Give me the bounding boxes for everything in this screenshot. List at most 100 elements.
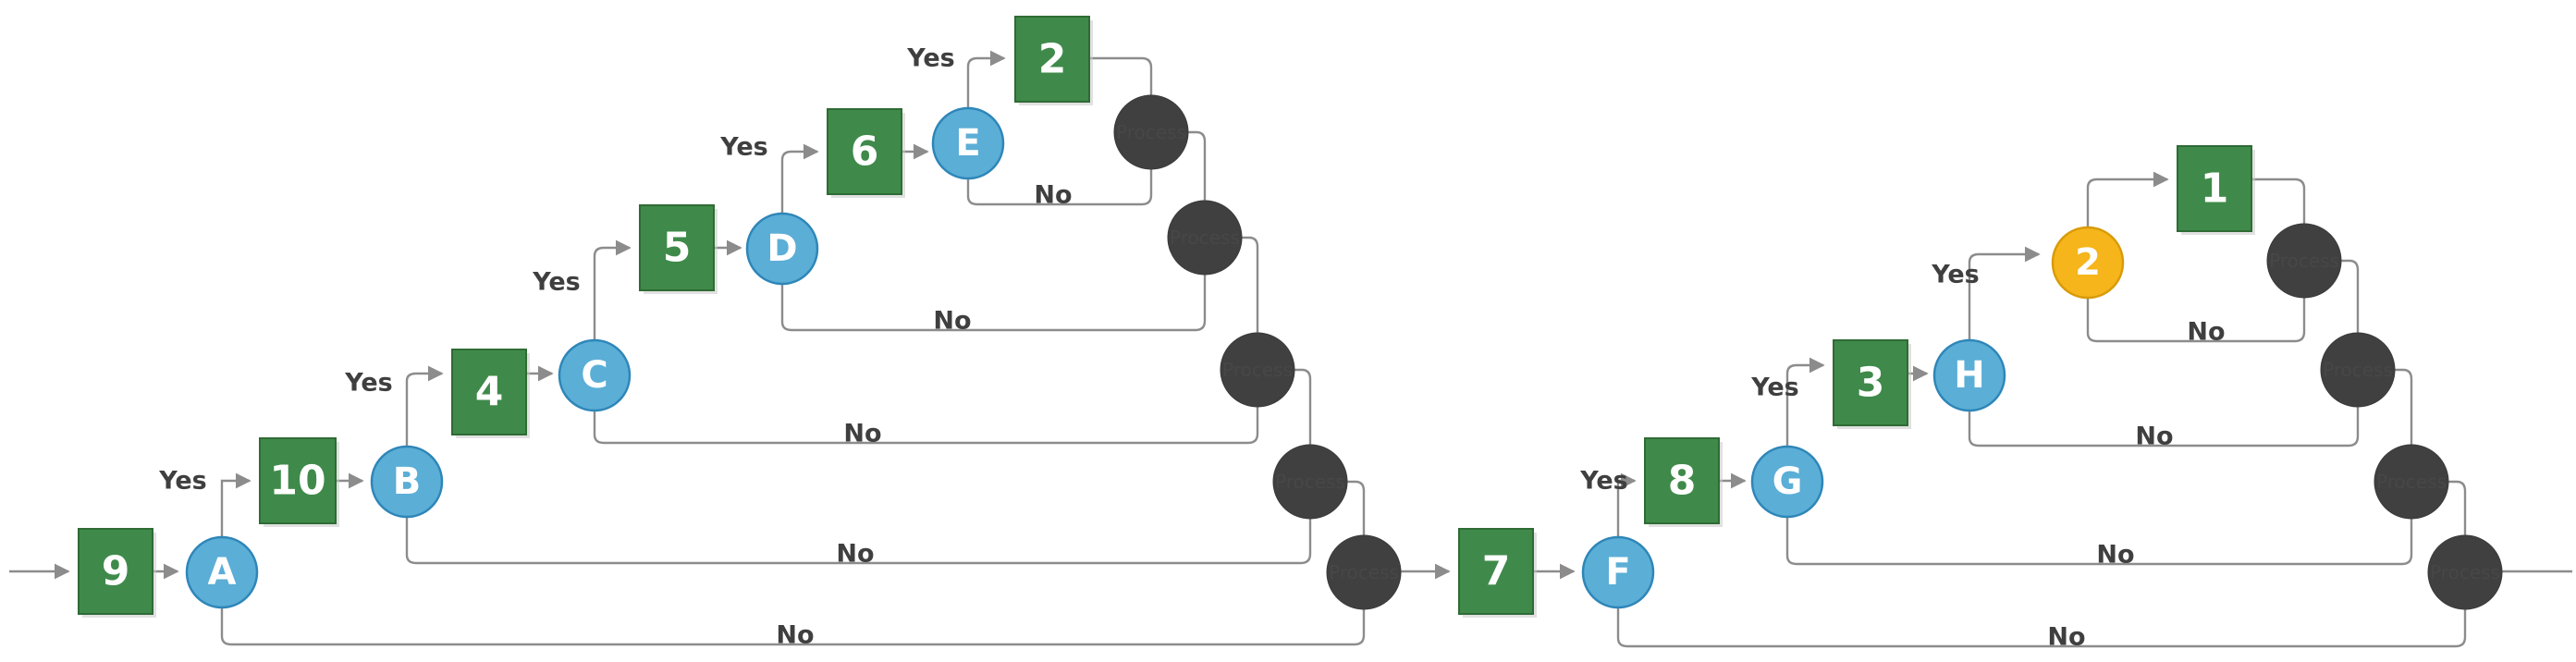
task-node-1[interactable]: 1 bbox=[2177, 145, 2255, 235]
decision-node-B[interactable]: B bbox=[370, 445, 444, 519]
process-circle[interactable] bbox=[2266, 223, 2342, 299]
edge-e-H-yes bbox=[1968, 246, 2041, 340]
process-circle[interactable] bbox=[1220, 332, 1295, 408]
process-node-p1[interactable]: Process bbox=[1113, 94, 1189, 170]
edge-e-p3-p4 bbox=[1294, 368, 1312, 445]
edge-label-yes-B: Yes bbox=[344, 369, 392, 398]
edge-e-2-1 bbox=[2086, 171, 2169, 227]
decision-label: C bbox=[581, 354, 607, 397]
decision-circle[interactable] bbox=[185, 535, 259, 609]
edge-e-p7-p8 bbox=[2395, 368, 2413, 445]
task-rect[interactable] bbox=[1644, 437, 1720, 524]
decision-node-A[interactable]: A bbox=[185, 535, 259, 609]
process-node-p8[interactable]: Process bbox=[2374, 444, 2449, 520]
process-circle[interactable] bbox=[2320, 332, 2396, 408]
edge-e-p4-p5 bbox=[1347, 480, 1366, 535]
process-node-p5[interactable]: Process bbox=[1326, 534, 1402, 610]
task-node-7[interactable]: 7 bbox=[1458, 528, 1537, 618]
task-rect[interactable] bbox=[259, 437, 337, 524]
edge-e-C-no bbox=[593, 407, 1259, 445]
decision-node-F[interactable]: F bbox=[1581, 535, 1655, 609]
process-label: Process bbox=[1329, 561, 1399, 583]
process-node-p2[interactable]: Process bbox=[1167, 200, 1243, 276]
process-circle[interactable] bbox=[2427, 534, 2503, 610]
task-rect[interactable] bbox=[2177, 145, 2252, 232]
process-label: Process bbox=[1170, 227, 1240, 249]
task-label: 8 bbox=[1668, 458, 1697, 505]
task-node-2[interactable]: 2 bbox=[1014, 16, 1093, 105]
process-circle[interactable] bbox=[1113, 94, 1189, 170]
decision-circle[interactable] bbox=[1581, 535, 1655, 609]
decision-circle[interactable] bbox=[931, 106, 1005, 180]
edge-e-B-yes bbox=[405, 365, 444, 447]
decision-circle[interactable] bbox=[558, 338, 632, 412]
task-rect[interactable] bbox=[1014, 16, 1090, 103]
task-rect[interactable] bbox=[1833, 339, 1908, 426]
decision-circle[interactable] bbox=[2051, 226, 2125, 300]
decision-circle[interactable] bbox=[1750, 445, 1824, 519]
edge-e-D-no bbox=[780, 275, 1207, 332]
task-rect[interactable] bbox=[639, 204, 715, 291]
edge-label-no-E: No bbox=[1034, 181, 1072, 210]
edge-label-no-F: No bbox=[2047, 623, 2085, 652]
edge-label-yes-A: Yes bbox=[158, 467, 206, 496]
process-circle[interactable] bbox=[1326, 534, 1402, 610]
edge-label-yes-D: Yes bbox=[719, 133, 767, 162]
task-rect[interactable] bbox=[451, 349, 527, 435]
edge-e-F-no bbox=[1616, 607, 2467, 648]
decision-node-C[interactable]: C bbox=[558, 338, 632, 412]
edge-e-p6-p7 bbox=[2341, 259, 2360, 333]
process-circle[interactable] bbox=[1167, 200, 1243, 276]
edge-e-G-yes bbox=[1785, 357, 1825, 447]
edge-e-E-no bbox=[966, 169, 1153, 206]
task-node-3[interactable]: 3 bbox=[1833, 339, 1911, 429]
process-node-p9[interactable]: Process bbox=[2427, 534, 2503, 610]
edge-label-no-A: No bbox=[776, 621, 814, 650]
task-rect[interactable] bbox=[1458, 528, 1534, 615]
task-node-10[interactable]: 10 bbox=[259, 437, 339, 527]
process-circle[interactable] bbox=[2374, 444, 2449, 520]
edge-label-no-C: No bbox=[843, 420, 881, 448]
task-rect[interactable] bbox=[827, 108, 902, 195]
decision-circle[interactable] bbox=[370, 445, 444, 519]
task-node-4[interactable]: 4 bbox=[451, 349, 530, 438]
process-node-p6[interactable]: Process bbox=[2266, 223, 2342, 299]
process-label: Process bbox=[1222, 359, 1293, 381]
task-node-9[interactable]: 9 bbox=[78, 528, 156, 618]
decision-label: F bbox=[1605, 551, 1630, 594]
decision-node-E[interactable]: E bbox=[931, 106, 1005, 180]
decision-circle[interactable] bbox=[745, 212, 819, 286]
process-node-p3[interactable]: Process bbox=[1220, 332, 1295, 408]
task-label: 1 bbox=[2201, 166, 2229, 213]
decision-label: E bbox=[955, 122, 980, 165]
decision-label: D bbox=[767, 227, 797, 270]
decision-node-H[interactable]: H bbox=[1932, 338, 2006, 412]
process-circle[interactable] bbox=[1272, 444, 1348, 520]
process-label: Process bbox=[2376, 471, 2447, 493]
decision-node-D[interactable]: D bbox=[745, 212, 819, 286]
edge-e-B-no bbox=[405, 517, 1312, 565]
process-node-p7[interactable]: Process bbox=[2320, 332, 2396, 408]
decision-node-G[interactable]: G bbox=[1750, 445, 1824, 519]
task-rect[interactable] bbox=[78, 528, 153, 615]
process-node-p4[interactable]: Process bbox=[1272, 444, 1348, 520]
process-label: Process bbox=[2269, 250, 2339, 272]
edge-label-yes-E: Yes bbox=[906, 44, 954, 73]
decision-label: A bbox=[208, 551, 237, 594]
task-label: 6 bbox=[851, 129, 879, 176]
decision-node-two[interactable]: 2 bbox=[2051, 226, 2125, 300]
edge-label-no-G: No bbox=[2096, 541, 2134, 570]
edge-label-no-H: No bbox=[2135, 423, 2173, 451]
process-label: Process bbox=[1116, 121, 1186, 143]
edge-e-D-yes bbox=[780, 143, 819, 214]
task-node-8[interactable]: 8 bbox=[1644, 437, 1723, 527]
edge-e-2a-p1 bbox=[1089, 56, 1153, 96]
task-label: 3 bbox=[1857, 360, 1885, 407]
task-node-6[interactable]: 6 bbox=[827, 108, 905, 198]
decision-circle[interactable] bbox=[1932, 338, 2006, 412]
task-label: 2 bbox=[1038, 36, 1067, 83]
task-node-5[interactable]: 5 bbox=[639, 204, 718, 294]
process-label: Process bbox=[2323, 359, 2393, 381]
edge-e-A-yes bbox=[220, 472, 251, 537]
